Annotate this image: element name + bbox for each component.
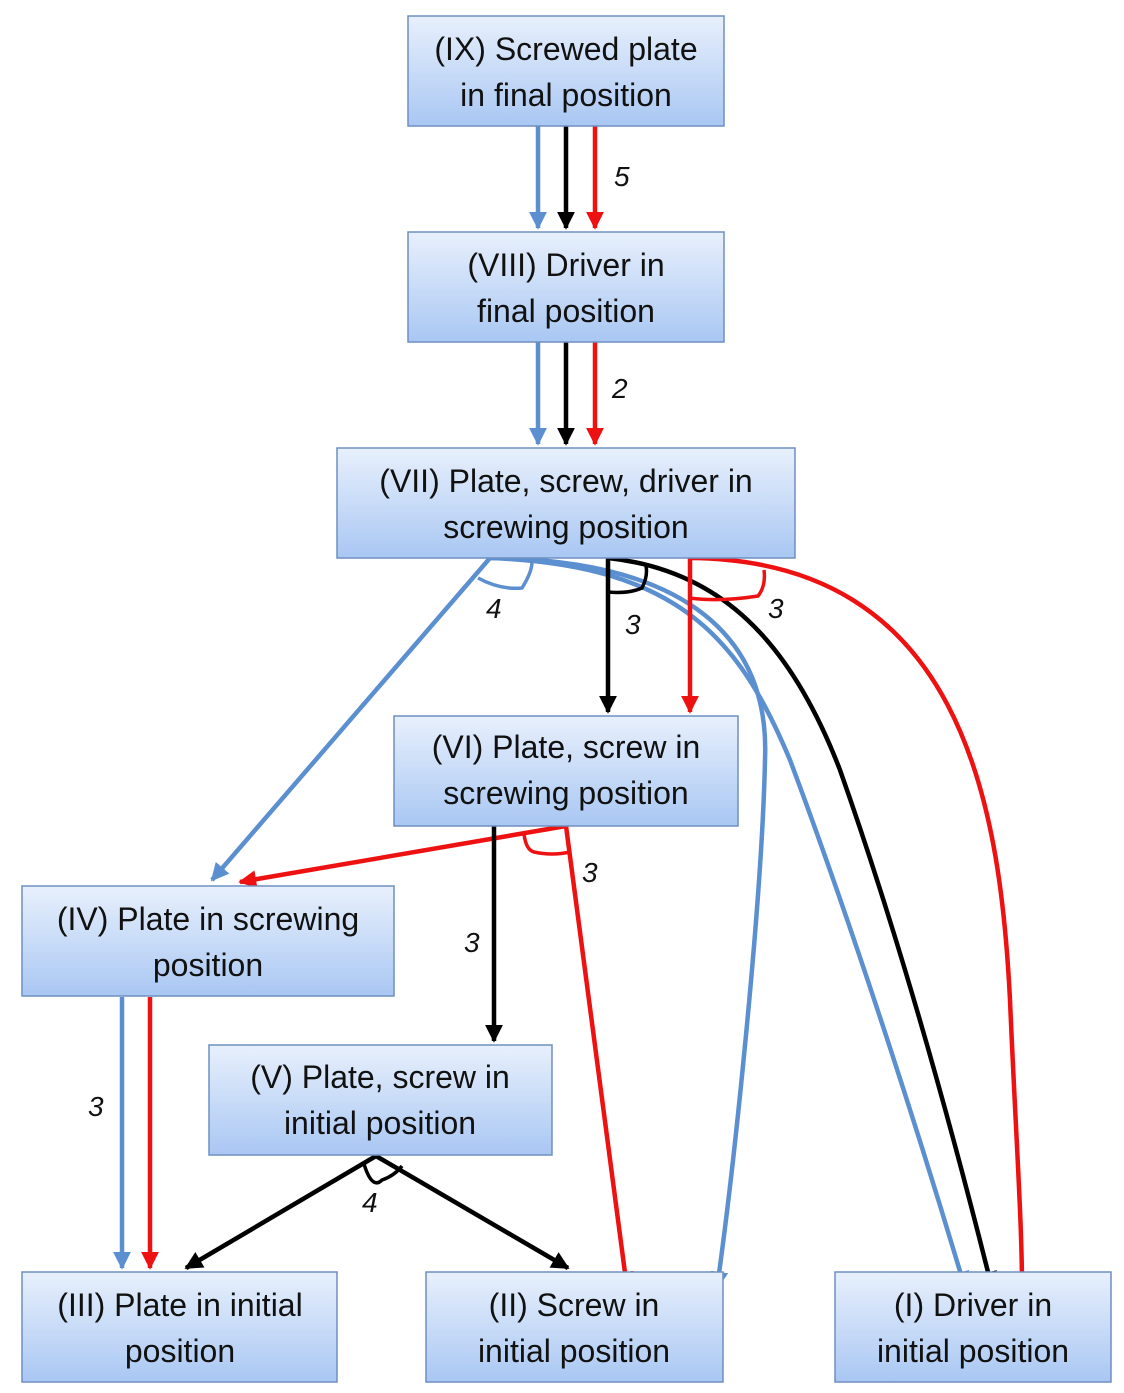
node-i: (I) Driver in initial position — [834, 1271, 1112, 1383]
node-vii-line1: (VII) Plate, screw, driver in — [379, 463, 752, 499]
node-vii-box — [336, 447, 796, 559]
label-vii-black-split: 3 — [625, 609, 641, 640]
node-v-line2: initial position — [284, 1105, 476, 1141]
edge-v-ii-black — [374, 1154, 570, 1270]
label-ix-viii: 5 — [614, 161, 630, 192]
label-vii-blue-split: 4 — [486, 593, 502, 624]
label-vi-black-v: 3 — [464, 927, 480, 958]
node-v: (V) Plate, screw in initial position — [208, 1044, 553, 1156]
edge-labels: 5 2 4 3 3 3 3 3 4 — [88, 161, 784, 1218]
node-vii: (VII) Plate, screw, driver in screwing p… — [336, 447, 796, 559]
label-vi-red-split: 3 — [582, 857, 598, 888]
node-iii-box — [21, 1271, 338, 1383]
node-i-box — [834, 1271, 1112, 1383]
node-vi-line2: screwing position — [443, 775, 688, 811]
node-i-line1: (I) Driver in — [894, 1287, 1052, 1323]
node-iv-box — [21, 885, 395, 997]
split-arc-vi-red — [522, 833, 571, 856]
node-vi-line1: (VI) Plate, screw in — [432, 729, 701, 765]
split-arc-vii-red — [689, 569, 767, 602]
node-ix-box — [407, 15, 725, 127]
node-vi-box — [393, 715, 739, 827]
label-viii-vii: 2 — [611, 373, 628, 404]
node-iv-line1: (IV) Plate in screwing — [57, 901, 359, 937]
node-i-line2: initial position — [877, 1333, 1069, 1369]
node-iii: (III) Plate in initial position — [21, 1271, 338, 1383]
node-ix: (IX) Screwed plate in final position — [407, 15, 725, 127]
node-iv: (IV) Plate in screwing position — [21, 885, 395, 997]
node-iii-line1: (III) Plate in initial — [57, 1287, 302, 1323]
node-ix-line1: (IX) Screwed plate — [434, 31, 697, 67]
node-vii-line2: screwing position — [443, 509, 688, 545]
split-arc-v-black — [362, 1163, 404, 1185]
edge-vii-i-blue — [489, 555, 970, 1290]
node-iii-line2: position — [125, 1333, 235, 1369]
node-v-line1: (V) Plate, screw in — [250, 1059, 510, 1095]
node-iv-line2: position — [153, 947, 263, 983]
label-v-split: 4 — [362, 1187, 378, 1218]
edge-vii-ii-blue — [489, 555, 768, 1290]
edge-vii-i-red — [689, 555, 1031, 1290]
edge-v-iii-black — [184, 1154, 378, 1270]
node-viii-box — [407, 231, 725, 343]
node-ii-line1: (II) Screw in — [489, 1287, 660, 1323]
label-iv-iii: 3 — [88, 1091, 104, 1122]
node-viii: (VIII) Driver in final position — [407, 231, 725, 343]
node-vi: (VI) Plate, screw in screwing position — [393, 715, 739, 827]
edge-vi-iv-red — [238, 823, 567, 889]
nodes: (IX) Screwed plate in final position (VI… — [21, 15, 1112, 1383]
node-viii-line1: (VIII) Driver in — [467, 247, 664, 283]
edges — [113, 126, 1031, 1290]
node-ix-line2: in final position — [460, 77, 672, 113]
edge-vii-iv-blue — [210, 556, 492, 882]
node-v-box — [208, 1044, 553, 1156]
node-ii: (II) Screw in initial position — [425, 1271, 724, 1383]
node-ii-line2: initial position — [478, 1333, 670, 1369]
edge-vi-ii-red — [563, 825, 634, 1290]
edge-vii-i-black — [607, 555, 997, 1290]
node-viii-line2: final position — [477, 293, 655, 329]
node-ii-box — [425, 1271, 724, 1383]
label-vii-red-split: 3 — [768, 593, 784, 624]
split-arc-vii-black — [607, 565, 649, 595]
split-arc-vii-blue — [477, 561, 534, 591]
